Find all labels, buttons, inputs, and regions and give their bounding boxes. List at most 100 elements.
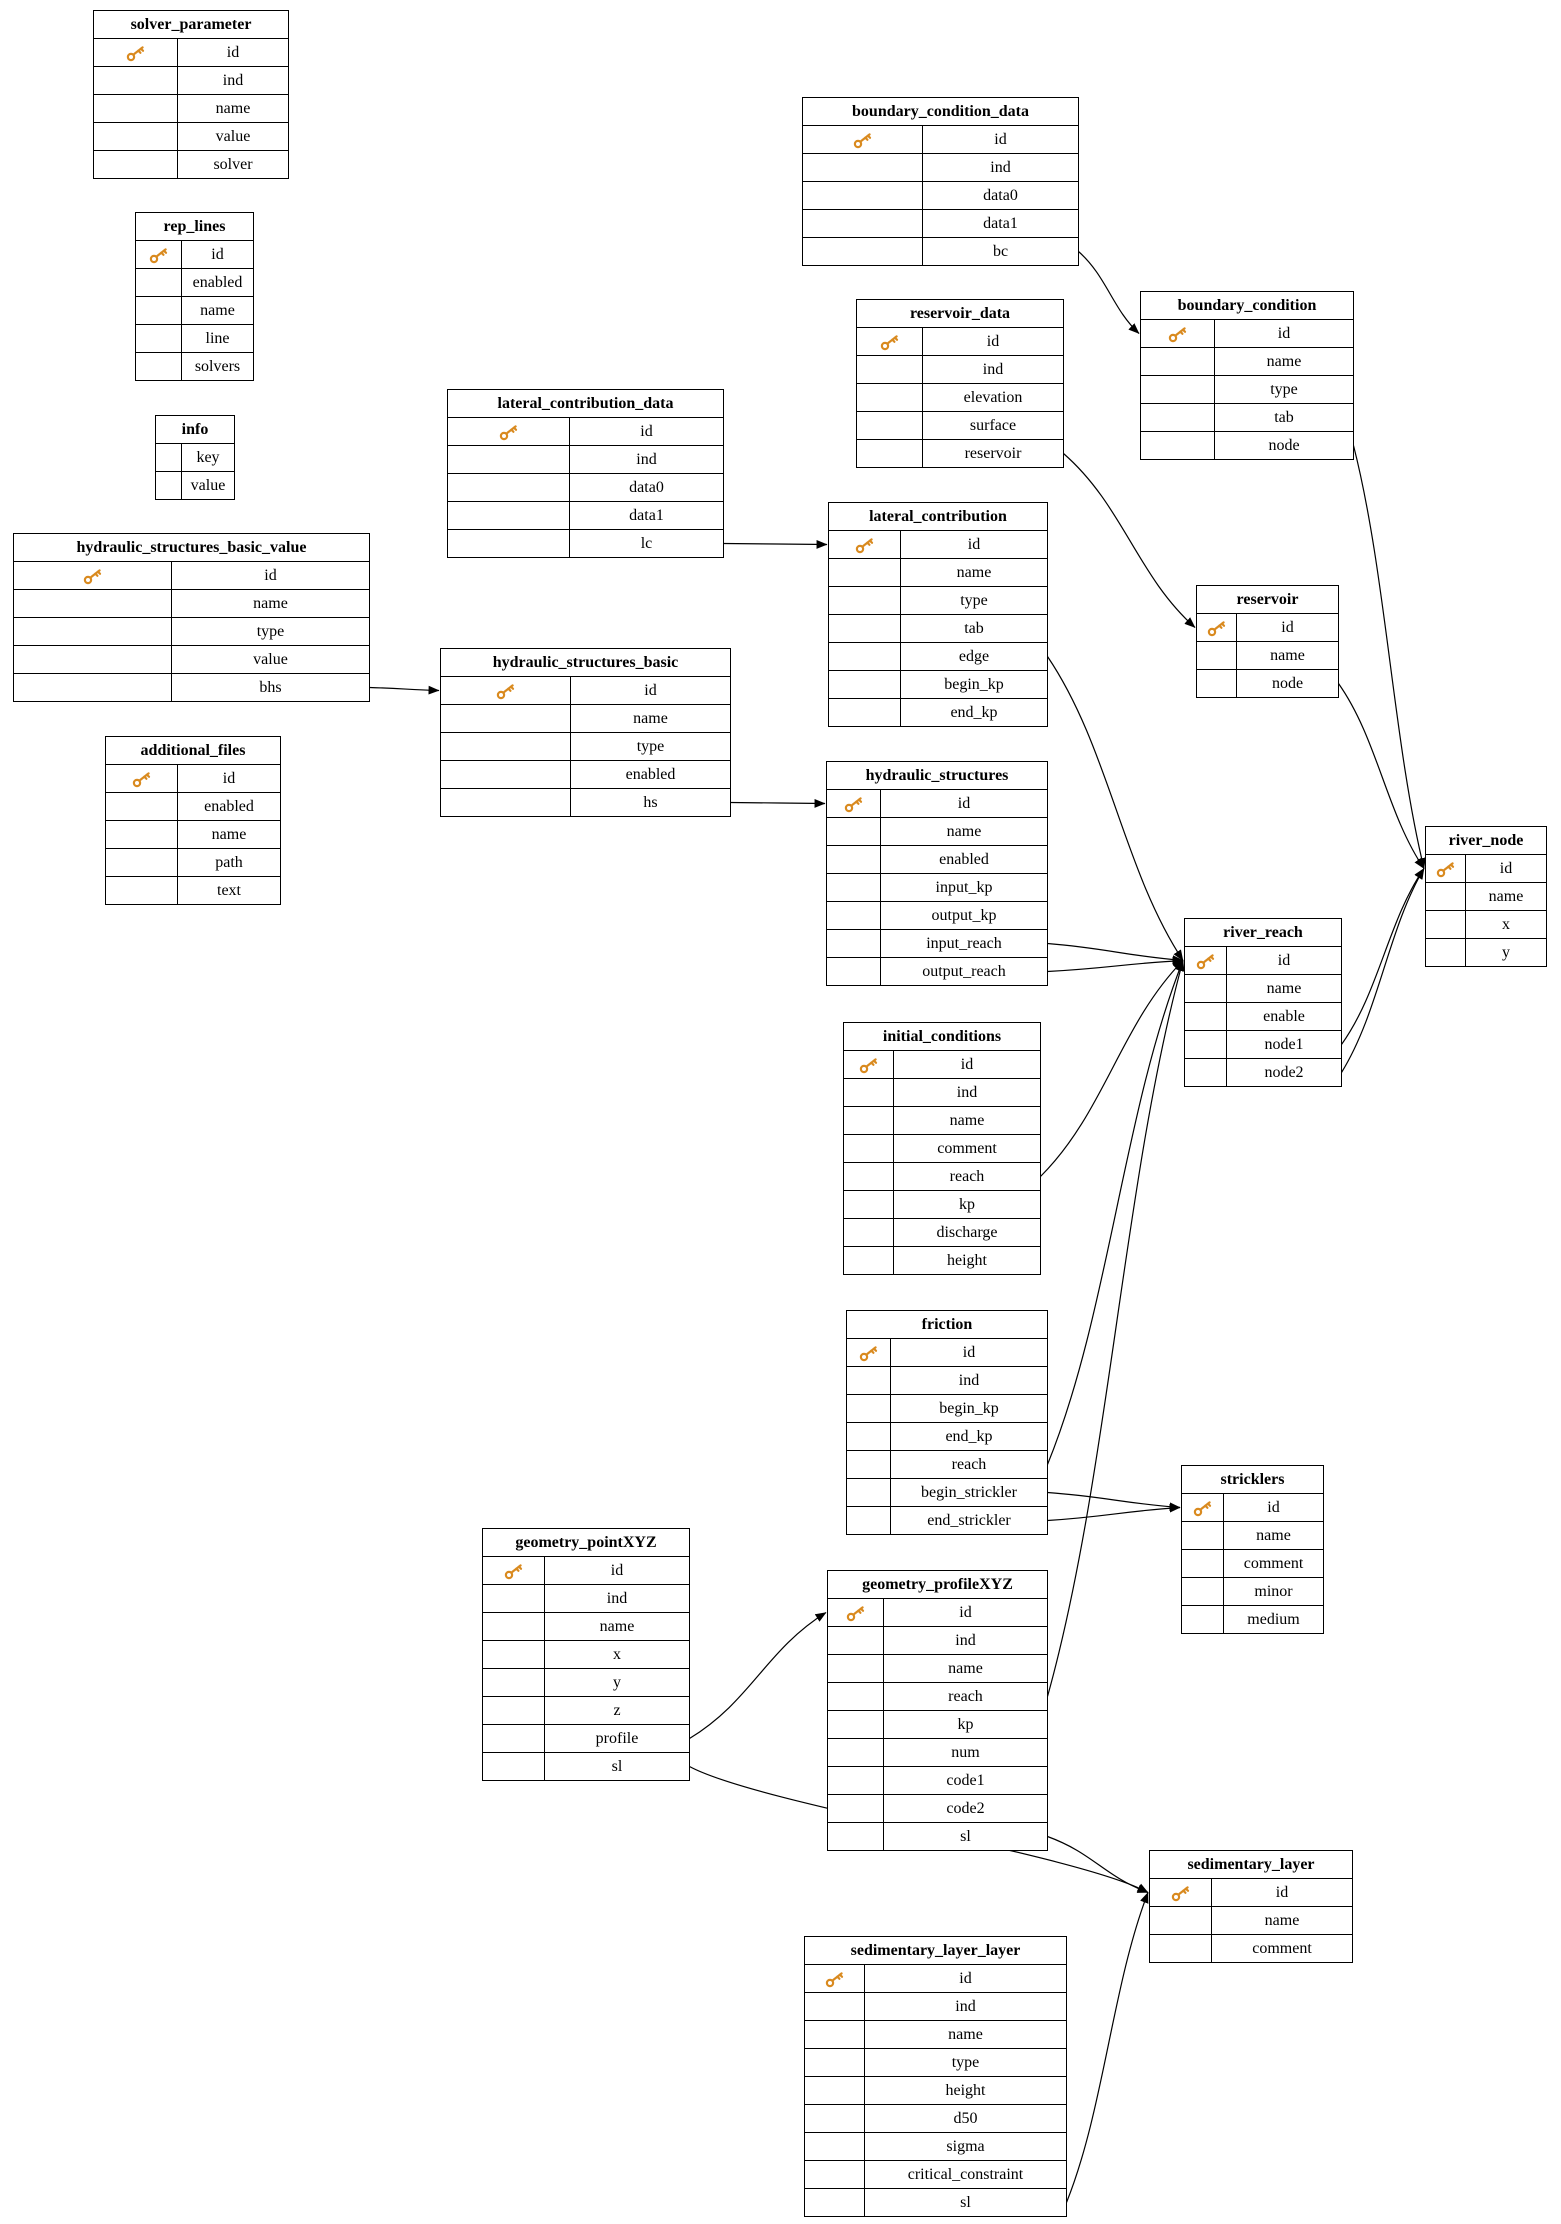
key-cell <box>155 443 182 472</box>
field-name: kp <box>893 1190 1041 1219</box>
field-name: x <box>544 1640 690 1669</box>
relation-arrow <box>1338 683 1425 869</box>
field-name: num <box>883 1738 1048 1767</box>
field-name: solvers <box>181 352 254 381</box>
field-name: comment <box>893 1134 1041 1163</box>
key-cell <box>135 352 182 381</box>
relation-arrow <box>1047 942 1184 965</box>
field-row: edge <box>828 642 1048 671</box>
field-row: id <box>135 240 254 269</box>
field-row: id <box>482 1556 690 1585</box>
field-row: surface <box>856 411 1064 440</box>
field-name: tab <box>900 614 1048 643</box>
table-header-row: reservoir <box>1196 585 1339 614</box>
field-name: id <box>893 1050 1041 1079</box>
field-row: data1 <box>802 209 1079 238</box>
field-name: ind <box>922 355 1064 384</box>
field-name: output_kp <box>880 901 1048 930</box>
field-name: bc <box>922 237 1079 266</box>
field-row: id <box>828 530 1048 559</box>
primary-key-cell <box>802 125 923 154</box>
field-name: line <box>181 324 254 353</box>
key-cell <box>1184 1030 1227 1059</box>
table-title: hydraulic_structures_basic_value <box>13 533 370 562</box>
key-cell <box>843 1190 894 1219</box>
table-header-row: additional_files <box>105 736 281 765</box>
key-cell <box>828 614 901 643</box>
table-title: initial_conditions <box>843 1022 1041 1051</box>
field-row: id <box>846 1338 1048 1367</box>
key-cell <box>135 268 182 297</box>
field-row: bhs <box>13 673 370 702</box>
field-name: node1 <box>1226 1030 1342 1059</box>
table-header-row: geometry_pointXYZ <box>482 1528 690 1557</box>
field-row: id <box>13 561 370 590</box>
primary-key-icon <box>496 684 514 700</box>
key-cell <box>846 1450 891 1479</box>
relation-arrow <box>1078 251 1140 334</box>
table-header-row: hydraulic_structures_basic_value <box>13 533 370 562</box>
field-name: name <box>171 589 370 618</box>
field-row: key <box>155 443 235 472</box>
field-name: reservoir <box>922 439 1064 468</box>
key-cell <box>827 1654 884 1683</box>
field-row: id <box>827 1598 1048 1627</box>
field-name: id <box>900 530 1048 559</box>
primary-key-icon <box>504 1564 522 1580</box>
primary-key-icon <box>499 425 517 441</box>
field-row: value <box>155 471 235 500</box>
field-row: type <box>804 2048 1067 2077</box>
key-cell <box>105 876 178 905</box>
field-row: value <box>13 645 370 674</box>
key-cell <box>1184 1002 1227 1031</box>
key-cell <box>135 324 182 353</box>
table-title: reservoir_data <box>856 299 1064 328</box>
field-row: kp <box>843 1190 1041 1219</box>
field-row: tab <box>1140 403 1354 432</box>
table-title: rep_lines <box>135 212 254 241</box>
field-row: elevation <box>856 383 1064 412</box>
field-row: name <box>826 817 1048 846</box>
table-title: reservoir <box>1196 585 1339 614</box>
key-cell <box>155 471 182 500</box>
field-row: node1 <box>1184 1030 1342 1059</box>
key-cell <box>802 181 923 210</box>
table-header-row: solver_parameter <box>93 10 289 39</box>
key-cell <box>135 296 182 325</box>
key-cell <box>846 1506 891 1535</box>
key-cell <box>827 1626 884 1655</box>
field-name: surface <box>922 411 1064 440</box>
key-cell <box>482 1724 545 1753</box>
field-row: height <box>804 2076 1067 2105</box>
field-name: sl <box>544 1752 690 1781</box>
field-row: height <box>843 1246 1041 1275</box>
field-row: reach <box>846 1450 1048 1479</box>
field-name: type <box>864 2048 1067 2077</box>
field-name: comment <box>1211 1934 1353 1963</box>
field-name: ind <box>922 153 1079 182</box>
field-row: ind <box>827 1626 1048 1655</box>
field-name: name <box>900 558 1048 587</box>
key-cell <box>1181 1521 1224 1550</box>
table-header-row: initial_conditions <box>843 1022 1041 1051</box>
key-cell <box>1181 1549 1224 1578</box>
relation-arrow <box>1341 868 1425 1045</box>
field-name: enabled <box>880 845 1048 874</box>
field-name: name <box>864 2020 1067 2049</box>
table-title: sedimentary_layer <box>1149 1850 1353 1879</box>
table-title: hydraulic_structures_basic <box>440 648 731 677</box>
field-row: name <box>1181 1521 1324 1550</box>
field-row: name <box>482 1612 690 1641</box>
